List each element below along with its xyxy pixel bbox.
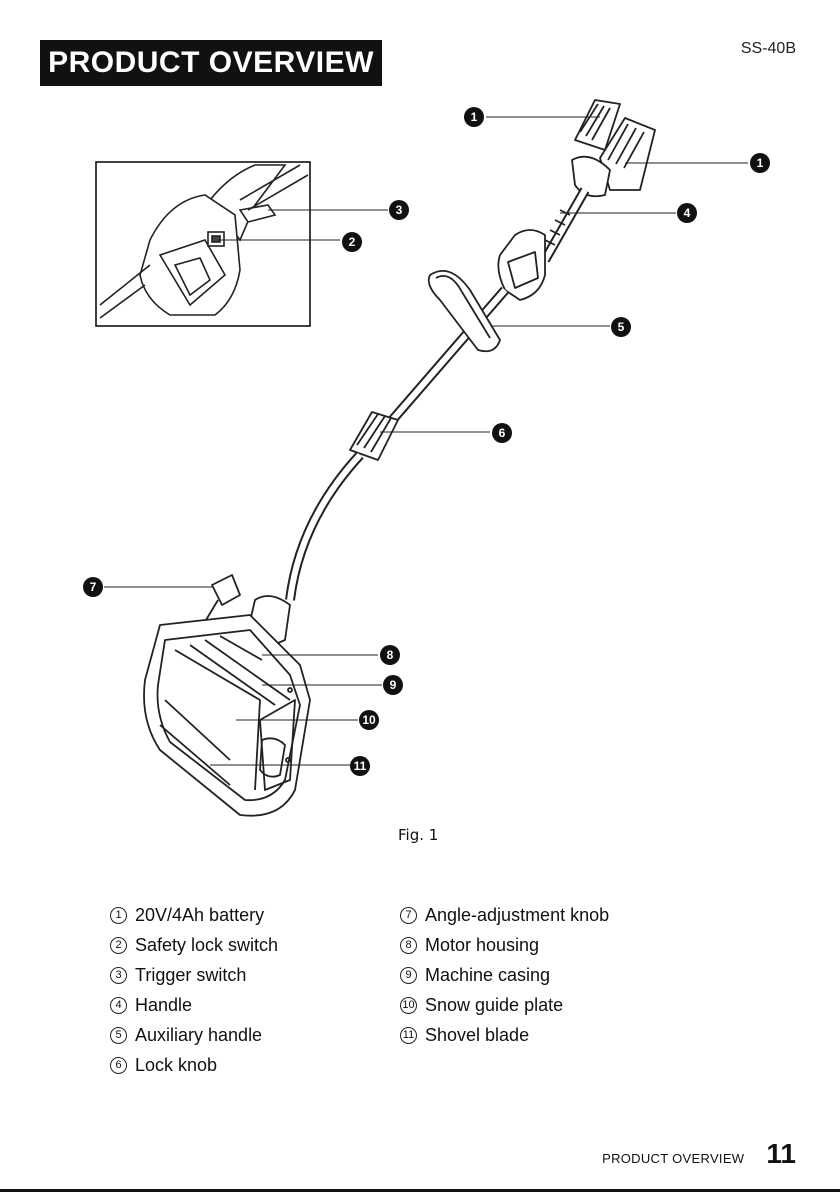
part-item: 8 Motor housing — [400, 930, 609, 960]
part-item: 1 20V/4Ah battery — [110, 900, 278, 930]
part-label: 20V/4Ah battery — [135, 900, 264, 930]
footer-section-title: PRODUCT OVERVIEW — [602, 1151, 744, 1166]
svg-text:10: 10 — [362, 713, 376, 727]
part-number: 5 — [110, 1027, 127, 1044]
callout-9: 9 — [383, 675, 403, 695]
part-label: Handle — [135, 990, 192, 1020]
callout-1a: 1 — [464, 107, 484, 127]
part-item: 10 Snow guide plate — [400, 990, 609, 1020]
part-number: 1 — [110, 907, 127, 924]
svg-text:2: 2 — [349, 235, 356, 249]
part-label: Auxiliary handle — [135, 1020, 262, 1050]
part-number: 3 — [110, 967, 127, 984]
page-footer: PRODUCT OVERVIEW 11 — [602, 1138, 796, 1170]
callout-4: 4 — [677, 203, 697, 223]
svg-text:6: 6 — [499, 426, 506, 440]
svg-text:1: 1 — [471, 110, 478, 124]
part-number: 4 — [110, 997, 127, 1014]
page-title: PRODUCT OVERVIEW — [40, 40, 382, 86]
svg-text:7: 7 — [90, 580, 97, 594]
part-item: 4 Handle — [110, 990, 278, 1020]
model-number: SS-40B — [741, 40, 796, 58]
part-number: 11 — [400, 1027, 417, 1044]
callout-1b: 1 — [750, 153, 770, 173]
callout-5: 5 — [611, 317, 631, 337]
part-number: 2 — [110, 937, 127, 954]
page-number: 11 — [766, 1138, 796, 1170]
inset-detail — [96, 162, 310, 326]
part-number: 7 — [400, 907, 417, 924]
callout-3: 3 — [389, 200, 409, 220]
svg-text:5: 5 — [618, 320, 625, 334]
part-item: 5 Auxiliary handle — [110, 1020, 278, 1050]
part-label: Safety lock switch — [135, 930, 278, 960]
part-label: Angle-adjustment knob — [425, 900, 609, 930]
part-item: 9 Machine casing — [400, 960, 609, 990]
callout-8: 8 — [380, 645, 400, 665]
part-label: Snow guide plate — [425, 990, 563, 1020]
part-item: 7 Angle-adjustment knob — [400, 900, 609, 930]
callout-6: 6 — [492, 423, 512, 443]
part-item: 11 Shovel blade — [400, 1020, 609, 1050]
part-number: 6 — [110, 1057, 127, 1074]
figure-caption: Fig. 1 — [398, 826, 438, 844]
svg-text:4: 4 — [684, 206, 691, 220]
product-illustration: 1 1 2 3 4 5 6 7 8 9 10 11 — [0, 90, 840, 860]
part-label: Machine casing — [425, 960, 550, 990]
parts-list-left: 1 20V/4Ah battery 2 Safety lock switch 3 Tr… — [110, 900, 278, 1080]
callout-11: 11 — [350, 756, 370, 776]
svg-text:9: 9 — [390, 678, 397, 692]
part-label: Motor housing — [425, 930, 539, 960]
callout-2: 2 — [342, 232, 362, 252]
svg-text:8: 8 — [387, 648, 394, 662]
part-label: Lock knob — [135, 1050, 217, 1080]
part-number: 8 — [400, 937, 417, 954]
part-number: 9 — [400, 967, 417, 984]
callout-7: 7 — [83, 577, 103, 597]
part-label: Trigger switch — [135, 960, 246, 990]
svg-text:1: 1 — [757, 156, 764, 170]
part-item: 6 Lock knob — [110, 1050, 278, 1080]
part-item: 3 Trigger switch — [110, 960, 278, 990]
part-item: 2 Safety lock switch — [110, 930, 278, 960]
callout-10: 10 — [359, 710, 379, 730]
svg-text:11: 11 — [354, 759, 367, 773]
part-label: Shovel blade — [425, 1020, 529, 1050]
part-number: 10 — [400, 997, 417, 1014]
svg-text:3: 3 — [396, 203, 403, 217]
